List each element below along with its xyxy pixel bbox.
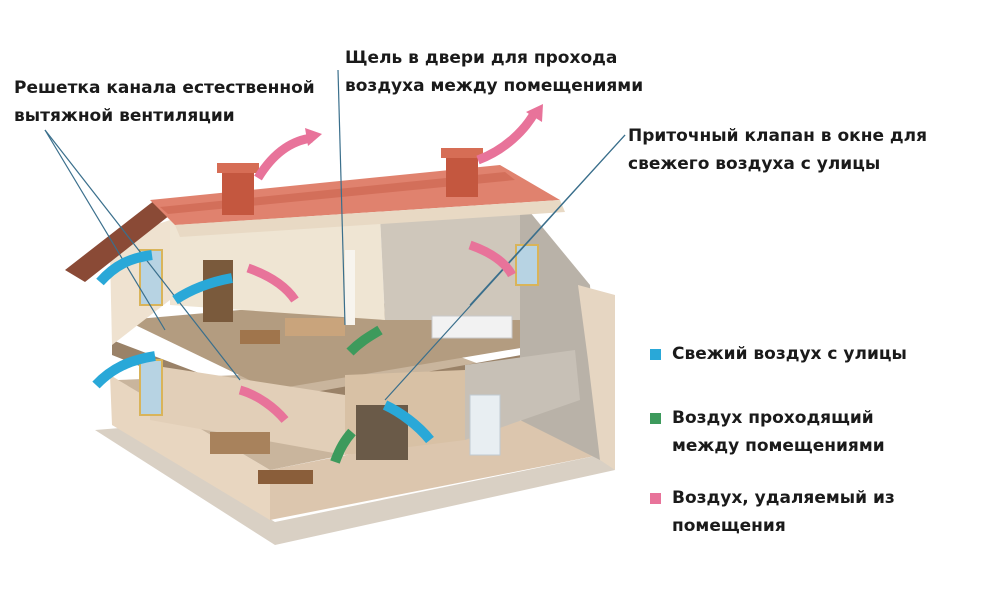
legend-swatch-fresh <box>650 349 661 360</box>
legend-label-passing-line2: между помещениями <box>672 436 885 456</box>
legend-label-fresh: Свежий воздух с улицы <box>672 344 907 364</box>
callout-window-valve: Приточный клапан в окне для свежего возд… <box>628 122 927 178</box>
exhaust-air-arrow <box>468 240 516 278</box>
passing-air-arrow <box>346 325 383 356</box>
callout-grille-line1: Решетка канала естественной <box>14 78 315 98</box>
chimney-right <box>446 155 478 197</box>
roof-underside <box>65 200 170 282</box>
legend-label-exhaust-line2: помещения <box>672 516 786 536</box>
fresh-air-arrow <box>172 273 233 305</box>
callout-window-valve-line1: Приточный клапан в окне для <box>628 126 927 146</box>
fresh-air-arrow <box>382 400 434 444</box>
legend-item-passing: Воздух проходящий между помещениями <box>650 404 885 460</box>
exhaust-air-arrow <box>246 263 299 303</box>
gable-window <box>139 249 163 306</box>
callout-grille-line2: вытяжной вентиляции <box>14 106 235 126</box>
kitchen-counter <box>210 432 270 454</box>
fresh-air-arrow <box>96 250 153 286</box>
roof-eave <box>175 200 565 237</box>
exhaust-air-arrow <box>305 128 322 146</box>
legend-item-fresh: Свежий воздух с улицы <box>650 340 907 368</box>
callout-window-valve-line2: свежего воздуха с улицы <box>628 154 881 174</box>
right-outer-wall <box>578 285 615 470</box>
exhaust-air-arrow <box>526 104 543 122</box>
door-upper <box>345 250 355 325</box>
bathtub <box>431 315 513 339</box>
front-wall-base <box>270 405 600 520</box>
passing-air-arrow <box>330 428 356 464</box>
desk <box>240 330 280 344</box>
chimney-left-cap <box>217 163 259 173</box>
exhaust-air-arrow <box>476 109 539 165</box>
lower-left-window <box>139 359 163 416</box>
chimney-left <box>222 170 254 215</box>
legend-label-passing-line1: Воздух проходящий <box>672 408 874 428</box>
chimney-right-cap <box>441 148 483 158</box>
dining-table <box>258 470 313 484</box>
leader-door <box>337 69 346 326</box>
fresh-air-arrow <box>92 351 156 389</box>
legend-swatch-exhaust <box>650 493 661 504</box>
exhaust-air-arrow <box>238 385 289 423</box>
callout-door-gap-line1: Щель в двери для прохода <box>345 48 618 68</box>
legend-swatch-passing <box>650 413 661 424</box>
leader-grille-2 <box>44 129 166 331</box>
bath-window <box>515 244 539 286</box>
callout-door-gap: Щель в двери для прохода воздуха между п… <box>345 44 643 100</box>
callout-grille: Решетка канала естественной вытяжной вен… <box>14 74 315 130</box>
legend-label-exhaust-line1: Воздух, удаляемый из <box>672 488 895 508</box>
shower <box>469 394 501 456</box>
legend-item-exhaust: Воздух, удаляемый из помещения <box>650 484 895 540</box>
exhaust-air-arrow <box>254 133 313 181</box>
callout-door-gap-line2: воздуха между помещениями <box>345 76 644 96</box>
bathroom-wall-upper <box>380 205 520 320</box>
ground-shadow <box>95 428 615 545</box>
lower-back-wall <box>150 365 345 455</box>
bookshelf <box>203 260 233 322</box>
bed <box>285 318 345 336</box>
